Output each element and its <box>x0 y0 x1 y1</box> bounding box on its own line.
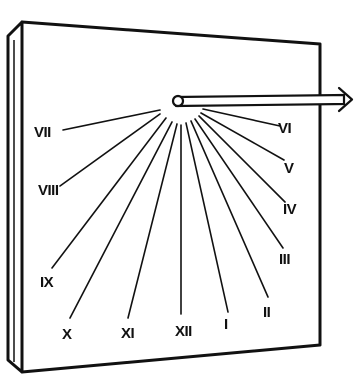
hour-line-iii <box>194 118 284 249</box>
gnomon-rod <box>174 93 346 108</box>
hour-line-ix <box>51 117 167 269</box>
hour-line-vii <box>62 109 161 131</box>
hour-line-ii <box>190 120 269 298</box>
numeral-vii: VII <box>34 124 51 141</box>
numeral-ii: II <box>263 304 271 321</box>
hour-numerals: VII VIII IX X XI XII I II III IV V VI <box>34 120 297 343</box>
numeral-xi: XI <box>121 325 135 342</box>
numeral-iv: IV <box>283 201 297 218</box>
hour-line-iv <box>198 115 286 203</box>
numeral-i: I <box>224 316 228 333</box>
numeral-v: V <box>284 160 294 177</box>
hour-line-viii <box>59 113 161 187</box>
wall-front-face <box>20 20 322 374</box>
hour-line-vi <box>202 108 281 127</box>
numeral-ix: IX <box>40 274 54 291</box>
gnomon-base <box>171 94 185 108</box>
numeral-xii: XII <box>175 323 192 340</box>
numeral-iii: III <box>279 251 290 268</box>
hour-line-xi <box>127 123 178 319</box>
hour-lines <box>51 108 286 319</box>
gnomon <box>171 86 354 113</box>
numeral-viii: VIII <box>38 182 59 199</box>
wall-side-face <box>6 20 24 374</box>
numeral-vi: VI <box>278 120 292 137</box>
hour-line-x <box>69 121 173 319</box>
hour-line-i <box>185 122 229 313</box>
numeral-x: X <box>62 326 72 343</box>
gnomon-tip-arrow <box>337 86 354 113</box>
hour-line-v <box>200 112 285 161</box>
